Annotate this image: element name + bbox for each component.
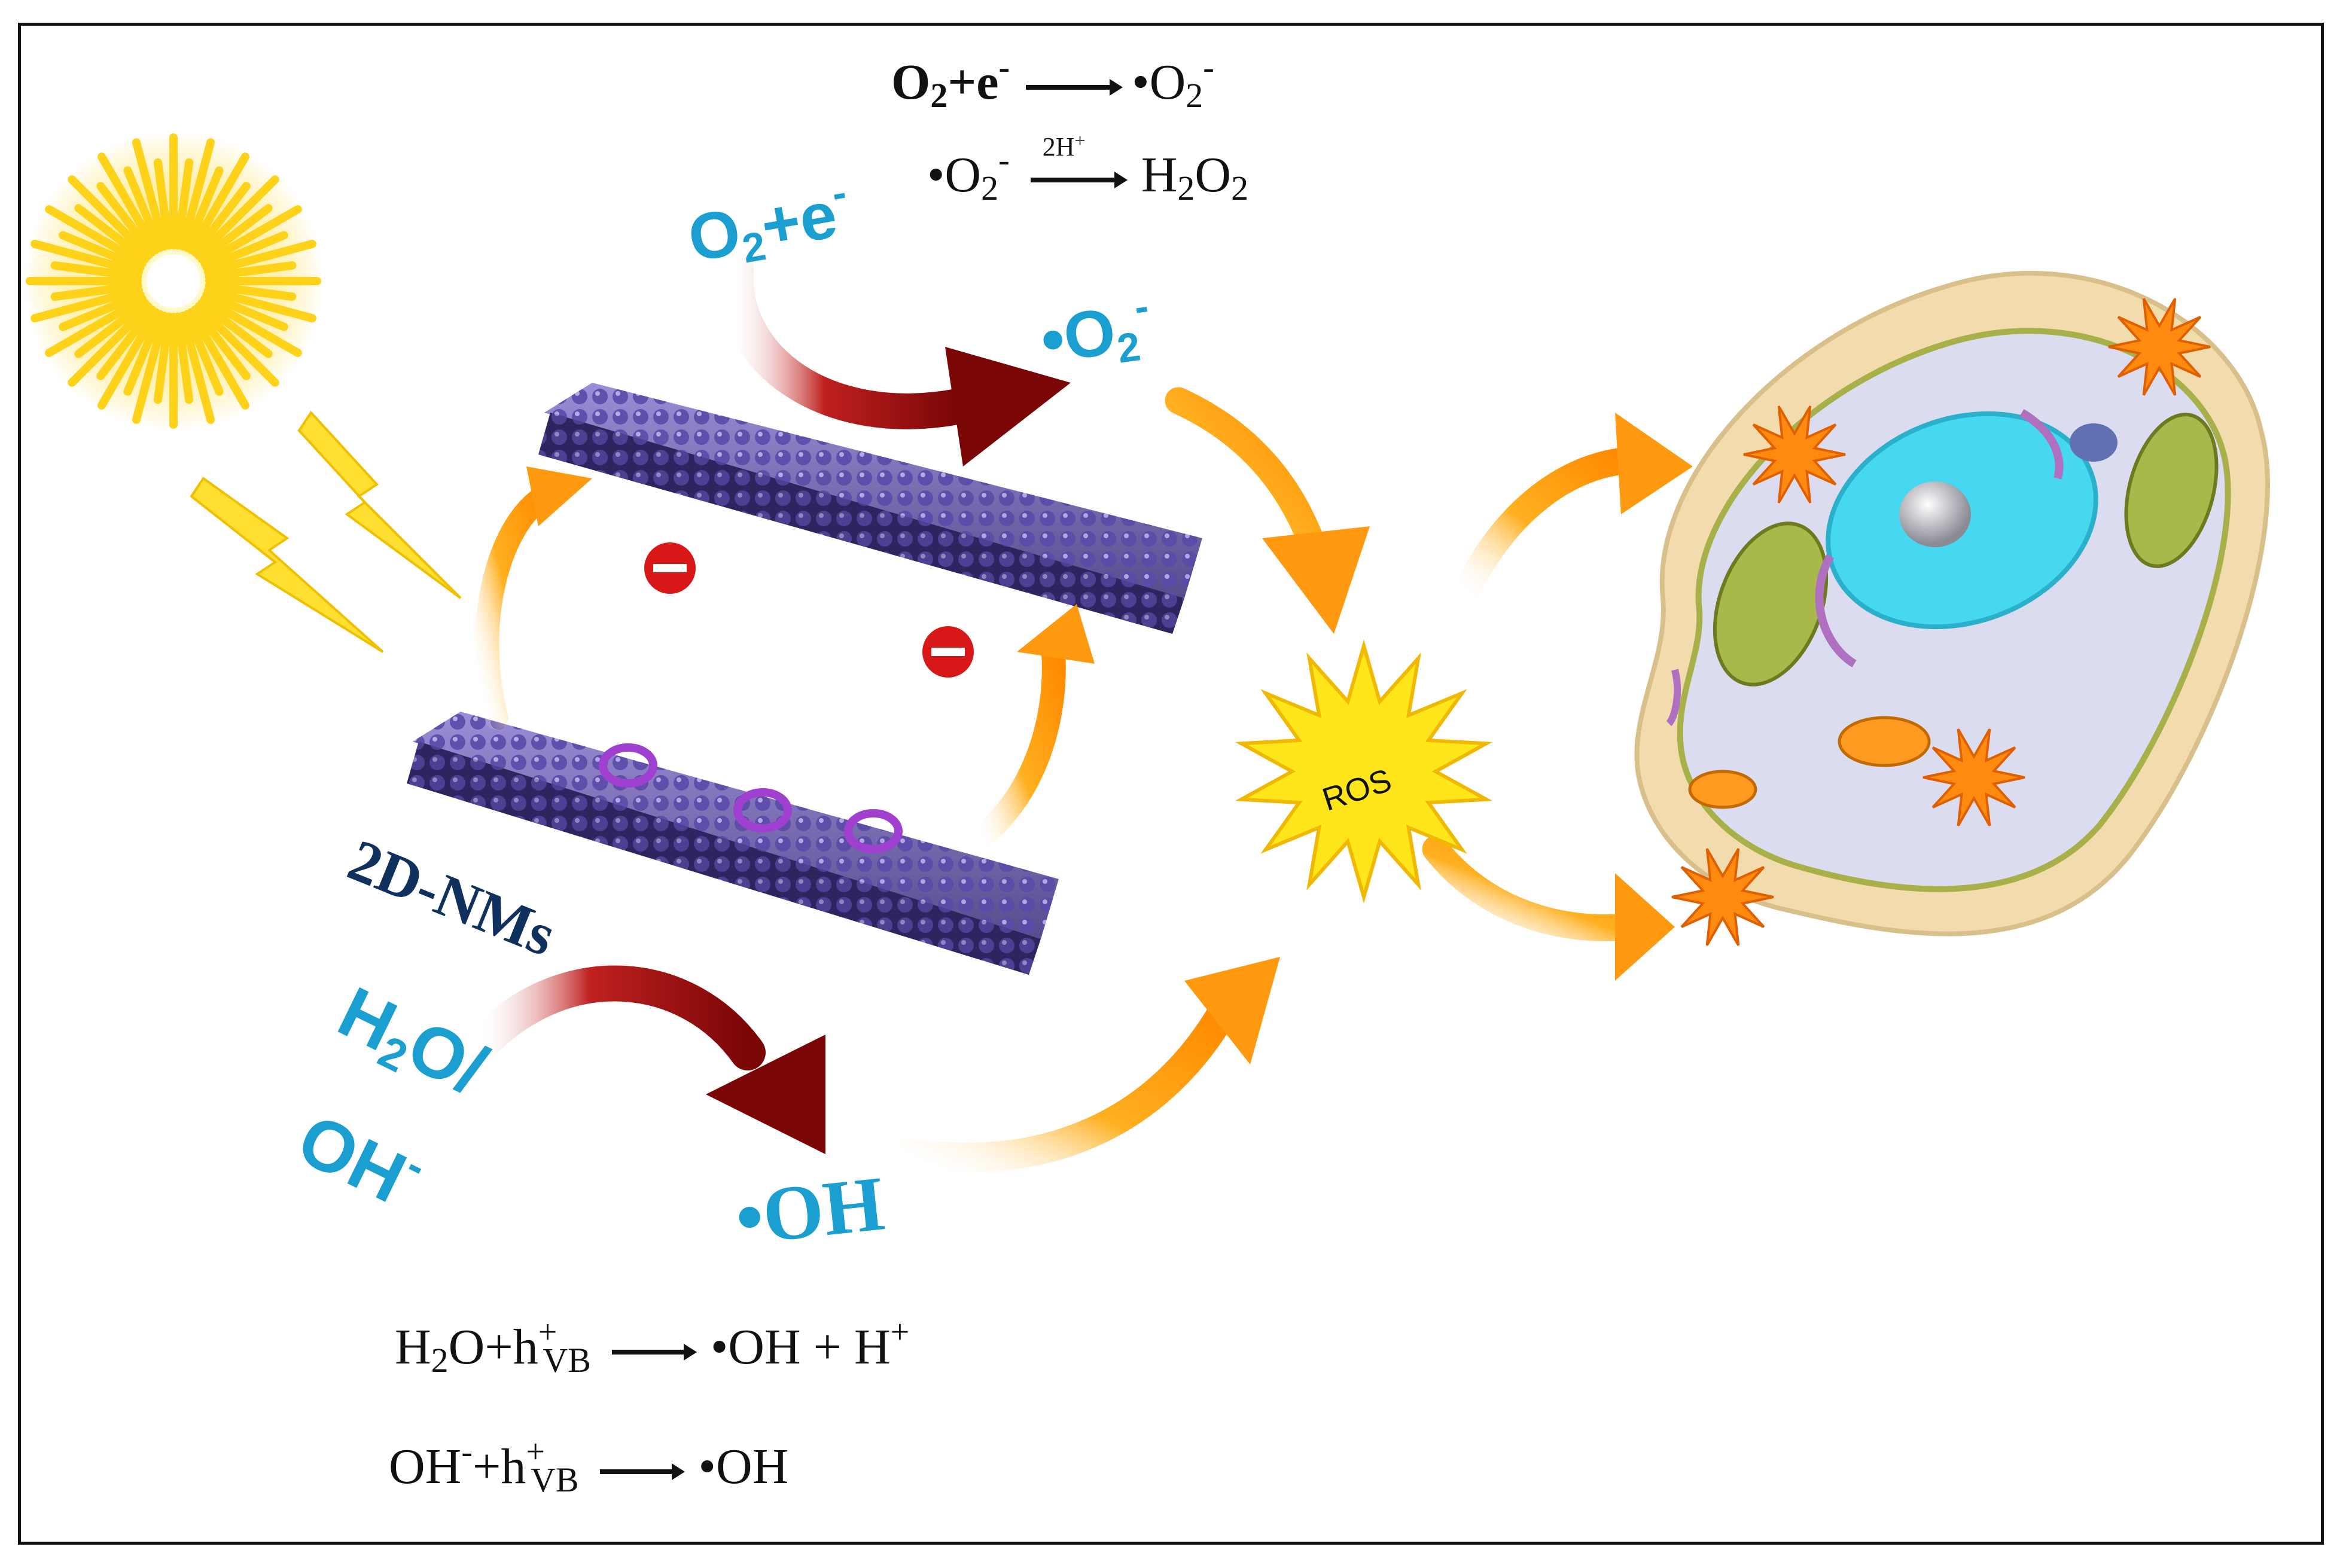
superoxide-label: •O2- bbox=[1036, 283, 1151, 377]
reduction-arrow bbox=[717, 251, 1071, 466]
electron-icon bbox=[642, 540, 698, 596]
light-bolt-icon bbox=[190, 410, 462, 653]
equation-bottom-2: OH-+h+VB •OH bbox=[389, 1433, 789, 1499]
damage-burst-icon bbox=[1671, 848, 1774, 946]
upper-nanosheet bbox=[538, 383, 1202, 634]
ros-to-cell-arrow bbox=[1422, 835, 1675, 981]
ros-to-cell-arrow bbox=[1452, 413, 1693, 606]
equation-top-2: •O2- 2H+ H2O2 bbox=[927, 129, 1249, 208]
ros-burst-icon bbox=[1235, 639, 1493, 904]
oxidation-arrow bbox=[467, 965, 825, 1154]
hydroxyl-radical-label: •OH bbox=[732, 1160, 888, 1262]
damage-burst-icon bbox=[1922, 728, 2025, 826]
equation-top-1: O2+e- •O2- bbox=[891, 49, 1214, 115]
damage-burst-icon bbox=[2108, 298, 2211, 396]
excitation-arrow bbox=[969, 604, 1095, 849]
hole-icon bbox=[599, 743, 903, 853]
electron-icon bbox=[920, 624, 976, 680]
equation-bottom-1: H2O+h+VB •OH + H+ bbox=[395, 1314, 910, 1380]
hydroxyl-to-ros-arrow bbox=[894, 957, 1280, 1173]
excitation-arrow bbox=[475, 466, 592, 730]
superoxide-to-ros-arrow bbox=[1165, 387, 1370, 634]
lower-nanosheet bbox=[407, 712, 1059, 975]
sun-icon bbox=[24, 132, 323, 431]
damage-burst-icon bbox=[1743, 405, 1846, 504]
